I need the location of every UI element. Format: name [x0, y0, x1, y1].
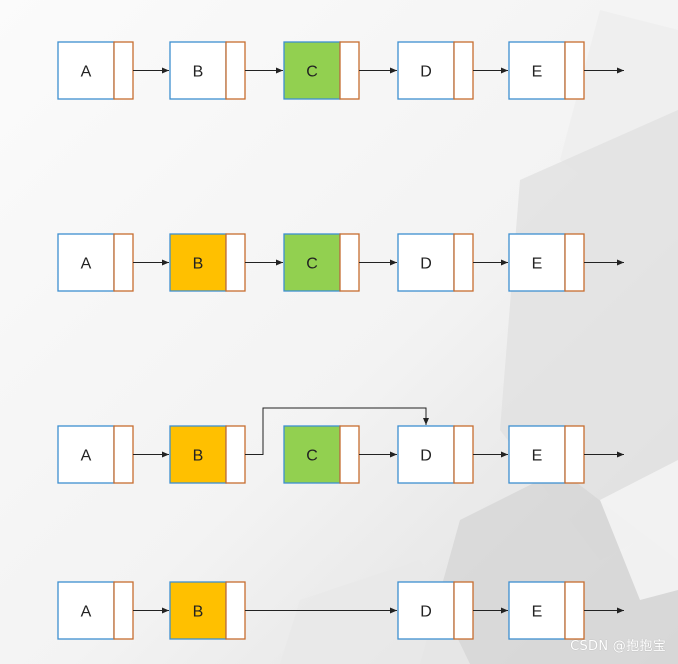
node-label: B [193, 604, 204, 621]
node-pointer-box [113, 581, 134, 640]
node-pointer-box [453, 41, 474, 100]
list-node: B [169, 581, 246, 640]
node-pointer-box [225, 425, 246, 484]
node-pointer-box [564, 233, 585, 292]
node-data-box [397, 233, 455, 292]
list-row: A B C D E [57, 407, 624, 484]
list-node: A [57, 41, 134, 100]
list-node: B [169, 41, 246, 100]
node-pointer-box [564, 581, 585, 640]
node-label: D [420, 256, 432, 273]
node-label: C [306, 448, 318, 465]
list-node: D [397, 581, 474, 640]
node-pointer-box [113, 425, 134, 484]
list-node: C [283, 233, 360, 292]
node-label: C [306, 256, 318, 273]
list-node: C [283, 425, 360, 484]
list-node: C [283, 41, 360, 100]
node-data-box [57, 233, 115, 292]
node-data-box [169, 425, 227, 484]
node-label: A [81, 256, 92, 273]
rows-layer: A B C D E A B C D E A B C D E A B D E [57, 41, 624, 640]
node-pointer-box [339, 233, 360, 292]
node-pointer-box [453, 233, 474, 292]
node-data-box [169, 581, 227, 640]
watermark: CSDN @抱抱宝 [570, 639, 666, 654]
bypass-arrow [245, 407, 429, 455]
list-node: D [397, 425, 474, 484]
node-pointer-box [113, 41, 134, 100]
node-data-box [508, 425, 566, 484]
list-node: E [508, 41, 585, 100]
node-pointer-box [453, 581, 474, 640]
node-label: A [81, 604, 92, 621]
list-row: A B C D E [57, 233, 624, 292]
list-node: E [508, 233, 585, 292]
node-pointer-box [339, 41, 360, 100]
node-data-box [508, 41, 566, 100]
list-node: B [169, 233, 246, 292]
node-label: A [81, 448, 92, 465]
node-label: D [420, 448, 432, 465]
node-pointer-box [225, 41, 246, 100]
node-data-box [508, 581, 566, 640]
list-node: A [57, 425, 134, 484]
node-label: C [306, 64, 318, 81]
node-pointer-box [564, 41, 585, 100]
node-data-box [283, 425, 341, 484]
list-row: A B C D E [57, 41, 624, 100]
node-label: D [420, 604, 432, 621]
node-pointer-box [113, 233, 134, 292]
node-label: E [532, 256, 543, 273]
list-node: A [57, 233, 134, 292]
node-data-box [57, 581, 115, 640]
node-pointer-box [453, 425, 474, 484]
list-node: E [508, 581, 585, 640]
node-label: D [420, 64, 432, 81]
node-pointer-box [225, 233, 246, 292]
node-pointer-box [339, 425, 360, 484]
node-label: B [193, 64, 204, 81]
list-node: A [57, 581, 134, 640]
node-data-box [508, 233, 566, 292]
node-data-box [397, 41, 455, 100]
node-label: A [81, 64, 92, 81]
list-node: D [397, 233, 474, 292]
node-label: E [532, 448, 543, 465]
node-data-box [283, 41, 341, 100]
node-label: E [532, 64, 543, 81]
node-data-box [397, 581, 455, 640]
list-node: E [508, 425, 585, 484]
list-node: D [397, 41, 474, 100]
node-pointer-box [564, 425, 585, 484]
node-label: B [193, 448, 204, 465]
list-node: B [169, 425, 246, 484]
node-pointer-box [225, 581, 246, 640]
node-label: B [193, 256, 204, 273]
node-label: E [532, 604, 543, 621]
